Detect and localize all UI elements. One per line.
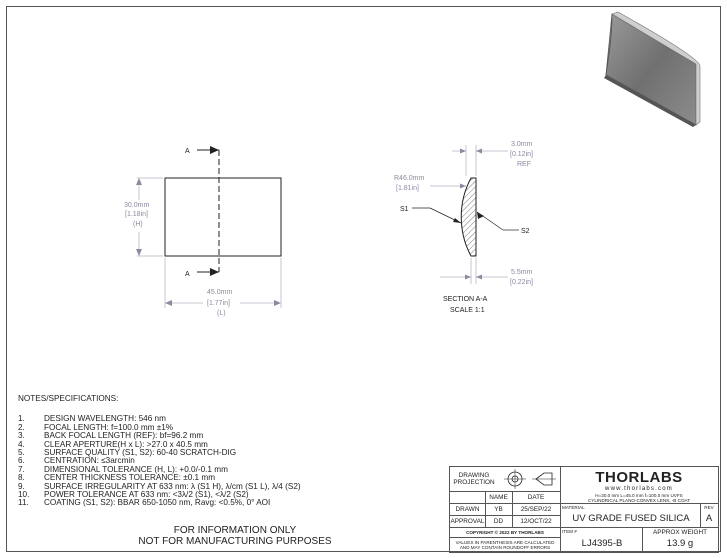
ct-mm: 3.0mm [511,141,533,148]
s2-label: S2 [521,228,530,235]
length-sym: (L) [217,310,226,317]
section-view [412,145,519,284]
disclaimer-line-2: NOT FOR MANUFACTURING PURPOSES [138,536,332,547]
section-label-bottom: A [185,271,190,278]
section-scale: SCALE 1:1 [450,307,485,314]
note-item: 5.SURFACE QUALITY (S1, S2): 60-40 SCRATC… [18,448,237,458]
item-label: ITEM # [562,529,577,534]
et-mm: 5.5mm [511,269,533,276]
lens-section [460,177,477,257]
section-caption: SECTION A-A [443,296,488,303]
note-item: 8.CENTER THICKNESS TOLERANCE: ±0.1 mm [18,473,216,483]
material-label: MATERIAL [562,505,585,510]
notes-title: NOTES/SPECIFICATIONS: [18,394,119,403]
drawn-date: 25/SEP/22 [520,505,552,513]
rev-label: REV [704,505,714,510]
front-view [136,146,282,308]
footnote: VALUES IN PARENTHESIS ARE CALCULATED AND… [455,539,555,550]
title-block: DRAWING PROJECTION THORLABS www.thorlabs… [449,466,719,553]
note-item: 3.BACK FOCAL LENGTH (REF): bf=96.2 mm [18,431,204,441]
radius-in: [1.81in] [396,185,419,192]
col-date: DATE [527,493,545,501]
material-value: UV GRADE FUSED SILICA [572,512,690,524]
et-in: [0.22in] [510,279,533,286]
s1-label: S1 [400,206,409,213]
lens-outline [164,177,282,257]
drawn-name: YB [494,505,503,513]
note-item: 9.SURFACE IRREGULARITY AT 633 nm: λ (S1 … [18,481,301,491]
weight-label: APPROX WEIGHT [653,528,707,536]
copyright: COPYRIGHT © 2022 BY THORLABS [466,529,544,535]
height-in: [1.18in] [125,211,148,218]
website: www.thorlabs.com [605,486,673,492]
note-item: 10.POWER TOLERANCE AT 633 nm: <3λ/2 (S1)… [18,490,249,500]
item-value: LJ4395-B [581,537,623,549]
part-description: H=30.0 mm L=45.0 mm f=100.0 mm UVFS CYLI… [587,493,691,503]
note-item: 11.COATING (S1, S2): BBAR 650-1050 nm, R… [18,498,271,508]
height-mm: 30.0mm [124,202,149,209]
disclaimer-line-1: FOR INFORMATION ONLY [173,525,297,536]
projection-label: DRAWING PROJECTION [453,472,495,486]
disclaimer: FOR INFORMATION ONLY NOT FOR MANUFACTURI… [115,525,355,547]
note-item: 1.DESIGN WAVELENGTH: 546 nm [18,414,166,424]
approval-name: DD [493,517,504,525]
sheet-border [6,6,721,552]
notes-list: 1.DESIGN WAVELENGTH: 546 nm 2.FOCAL LENG… [18,414,301,508]
approval-label: APPROVAL [450,517,485,525]
note-item: 7.DIMENSIONAL TOLERANCE (H, L): +0.0/-0.… [18,464,228,474]
drawn-label: DRAWN [455,505,480,513]
length-in: [1.77in] [207,300,230,307]
note-item: 2.FOCAL LENGTH: f=100.0 mm ±1% [18,422,174,432]
rev-value: A [705,512,713,524]
section-label-top: A [185,148,190,155]
approval-date: 12/OCT/22 [520,517,552,525]
note-item: 6.CENTRATION: ≤3arcmin [18,456,135,466]
radius-mm: R46.0mm [394,175,425,182]
note-item: 4.CLEAR APERTURE(H x L): >27.0 x 40.5 mm [18,439,208,449]
col-name: NAME [489,493,508,501]
weight-value: 13.9 g [666,537,694,549]
ct-ref: REF [517,161,531,168]
length-mm: 45.0mm [207,289,232,296]
third-angle-projection-icon [504,469,556,489]
height-sym: (H) [133,221,143,228]
notes-block: NOTES/SPECIFICATIONS: 1.DESIGN WAVELENGT… [18,394,301,508]
thorlabs-logo: THORLABS [595,468,683,486]
ct-in: [0.12in] [510,151,533,158]
lens-3d-render [604,11,701,127]
